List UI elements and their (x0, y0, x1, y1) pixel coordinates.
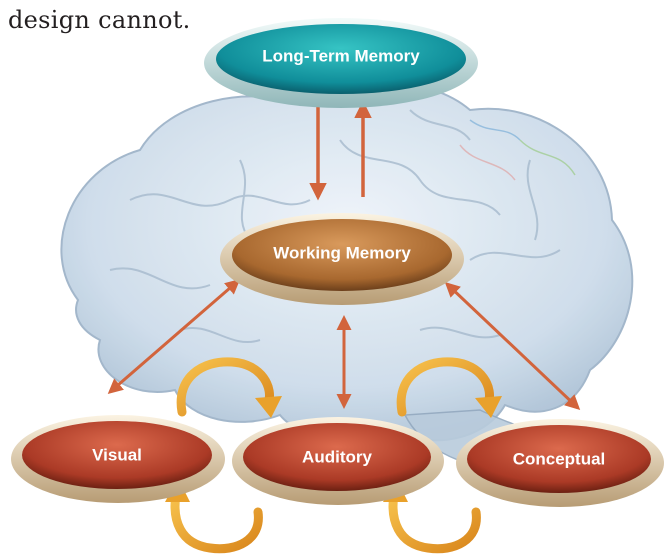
caption-text: design cannot. (8, 6, 191, 34)
node-visual: Visual (11, 415, 225, 503)
node-auditory: Auditory (232, 417, 444, 505)
node-label-visual: Visual (92, 445, 142, 464)
node-label-long-term-memory: Long-Term Memory (262, 46, 420, 65)
loop-arrow-top-left (176, 357, 274, 417)
connector-arrows (107, 100, 581, 411)
node-long-term-memory: Long-Term Memory (204, 18, 478, 108)
node-label-conceptual: Conceptual (513, 449, 606, 468)
arrow-wm-visual (107, 279, 241, 394)
node-conceptual: Conceptual (456, 419, 664, 507)
loop-arrow-top-right (396, 357, 494, 417)
loop-arrows (165, 357, 502, 554)
node-label-working-memory: Working Memory (273, 243, 411, 262)
node-working-memory: Working Memory (220, 213, 464, 305)
loop-arrow-bottom-left (170, 489, 263, 554)
arrow-wm-conceptual (444, 281, 581, 411)
loop-arrow-bottom-right (388, 489, 481, 554)
node-label-auditory: Auditory (302, 447, 372, 466)
